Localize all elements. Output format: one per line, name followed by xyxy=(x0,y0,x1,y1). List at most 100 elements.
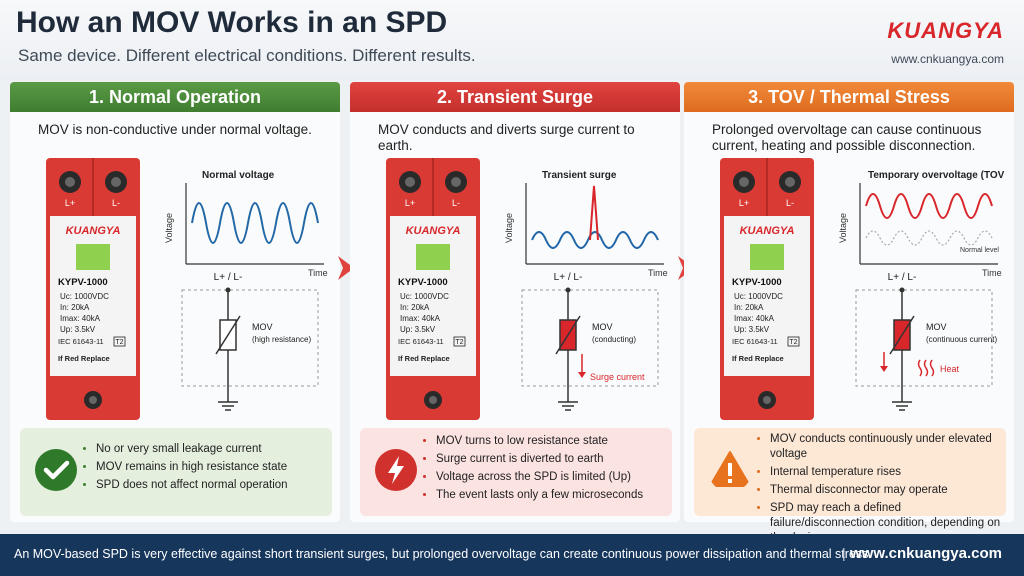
spec-uc: Uc: 1000VDC xyxy=(734,292,783,301)
list-item: Internal temperature rises xyxy=(770,465,1008,480)
spec-uc: Uc: 1000VDC xyxy=(60,292,109,301)
terminal-pos-label: L+ xyxy=(65,198,75,208)
panel-title: 1. Normal Operation xyxy=(10,82,340,112)
mov-label: MOV xyxy=(926,322,947,332)
circuit-diagram: L+ / L- MOV (high resistance) xyxy=(181,272,319,411)
arrow-down-icon xyxy=(880,366,888,372)
device-model: KYPV-1000 xyxy=(398,277,448,288)
footer-url[interactable]: www.cnkuangya.com xyxy=(850,545,1002,562)
normal-waveform xyxy=(531,231,659,249)
list-item: MOV conducts continuously under elevated… xyxy=(770,432,1008,462)
info-box: MOV turns to low resistance state Surge … xyxy=(360,428,672,516)
mov-state: (high resistance) xyxy=(252,335,311,344)
x-axis-label: Time xyxy=(308,268,328,278)
panel-description: MOV conducts and diverts surge current t… xyxy=(378,122,635,153)
list-item: Voltage across the SPD is limited (Up) xyxy=(436,470,674,485)
mov-label: MOV xyxy=(592,322,613,332)
surge-current-label: Surge current xyxy=(590,372,645,382)
device-model: KYPV-1000 xyxy=(732,277,782,288)
device-brand: KUANGYA xyxy=(740,225,795,237)
page-subtitle: Same device. Different electrical condit… xyxy=(18,46,476,65)
list-item: SPD may reach a defined failure/disconne… xyxy=(770,501,1008,546)
spec-imax: Imax: 40kA xyxy=(734,314,775,323)
list-item: MOV turns to low resistance state xyxy=(436,434,674,449)
check-icon xyxy=(35,449,77,491)
y-axis-label: Voltage xyxy=(164,213,174,243)
spd-device: L+ L- KUANGYA KYPV-1000 Uc: 1000VDC In: … xyxy=(720,158,814,420)
y-axis-label: Voltage xyxy=(838,213,848,243)
device-brand: KUANGYA xyxy=(406,225,461,237)
info-list: MOV conducts continuously under elevated… xyxy=(756,432,1008,546)
spec-uc: Uc: 1000VDC xyxy=(400,292,449,301)
spec-up: Up: 3.5kV xyxy=(60,325,96,334)
spec-class: T2 xyxy=(455,339,463,346)
voltage-graph: Transient surge Voltage Time xyxy=(504,170,668,278)
spec-up: Up: 3.5kV xyxy=(400,325,436,334)
spec-standard: IEC 61643-11 xyxy=(732,337,778,346)
list-item: Surge current is diverted to earth xyxy=(436,452,674,467)
voltage-graph: Temporary overvoltage (TOV) Voltage Time… xyxy=(838,170,1004,278)
terminal-neg-label: L- xyxy=(786,198,794,208)
footer: An MOV-based SPD is very effective again… xyxy=(0,534,1024,576)
voltage-graph: Normal voltage Voltage Time xyxy=(164,170,328,278)
tov-waveform xyxy=(865,193,993,219)
normal-level-waveform xyxy=(865,230,993,246)
normal-level-label: Normal level xyxy=(960,247,999,254)
spec-standard: IEC 61643-11 xyxy=(398,337,444,346)
spec-in: In: 20kA xyxy=(400,303,430,312)
footer-text: An MOV-based SPD is very effective again… xyxy=(14,547,872,561)
arrow-right-icon xyxy=(338,256,354,280)
brand-logo: KUANGYA xyxy=(887,18,1004,43)
spec-in: In: 20kA xyxy=(60,303,90,312)
status-indicator xyxy=(750,244,784,270)
spec-standard: IEC 61643-11 xyxy=(58,337,104,346)
terminal-neg-label: L- xyxy=(452,198,460,208)
list-item: Thermal disconnector may operate xyxy=(770,483,1008,498)
node-label: L+ / L- xyxy=(888,272,917,283)
panel-transient-surge: 2. Transient Surge MOV conducts and dive… xyxy=(350,82,680,522)
spec-up: Up: 3.5kV xyxy=(734,325,770,334)
info-box: MOV conducts continuously under elevated… xyxy=(694,428,1006,544)
lightning-icon xyxy=(375,449,417,491)
list-item: No or very small leakage current xyxy=(96,442,334,457)
panel-description: Prolonged overvoltage can cause continuo… xyxy=(712,122,982,153)
device-brand: KUANGYA xyxy=(66,225,121,237)
spec-in: In: 20kA xyxy=(734,303,764,312)
x-axis-label: Time xyxy=(648,268,668,278)
mov-state: (continuous current) xyxy=(926,335,997,344)
spec-imax: Imax: 40kA xyxy=(60,314,101,323)
footer-separator: | xyxy=(842,545,846,561)
spec-class: T2 xyxy=(789,339,797,346)
panel-title: 3. TOV / Thermal Stress xyxy=(684,82,1014,112)
normal-waveform xyxy=(191,202,319,244)
graph-title: Transient surge xyxy=(542,170,617,181)
replace-note: If Red Replace xyxy=(398,354,450,363)
status-indicator xyxy=(416,244,450,270)
panel-description: MOV is non-conductive under normal volta… xyxy=(38,122,312,137)
header-url[interactable]: www.cnkuangya.com xyxy=(891,52,1004,66)
replace-note: If Red Replace xyxy=(58,354,110,363)
x-axis-label: Time xyxy=(982,268,1002,278)
panel-normal-operation: 1. Normal Operation MOV is non-conductiv… xyxy=(10,82,340,522)
node-label: L+ / L- xyxy=(214,272,243,283)
terminal-pos-label: L+ xyxy=(405,198,415,208)
panel-title: 2. Transient Surge xyxy=(350,82,680,112)
spd-device: L+ L- KUANGYA KYPV-1000 Uc: 1000VDC In: … xyxy=(386,158,480,420)
panel-tov-thermal-stress: 3. TOV / Thermal Stress Prolonged overvo… xyxy=(684,82,1014,544)
list-item: MOV remains in high resistance state xyxy=(96,460,334,475)
list-item: SPD does not affect normal operation xyxy=(96,478,334,493)
page-title: How an MOV Works in an SPD xyxy=(16,6,448,39)
spec-class: T2 xyxy=(115,339,123,346)
graph-title: Normal voltage xyxy=(202,170,275,181)
circuit-diagram: L+ / L- MOV (continuous current) Heat xyxy=(855,272,997,411)
header: How an MOV Works in an SPD Same device. … xyxy=(0,0,1024,80)
mov-state: (conducting) xyxy=(592,335,636,344)
info-box: No or very small leakage current MOV rem… xyxy=(20,428,332,516)
info-list: MOV turns to low resistance state Surge … xyxy=(422,434,674,506)
arrow-down-icon xyxy=(578,372,586,378)
device-model: KYPV-1000 xyxy=(58,277,108,288)
status-indicator xyxy=(76,244,110,270)
graph-title: Temporary overvoltage (TOV) xyxy=(868,170,1004,181)
mov-label: MOV xyxy=(252,322,273,332)
info-list: No or very small leakage current MOV rem… xyxy=(82,442,334,496)
